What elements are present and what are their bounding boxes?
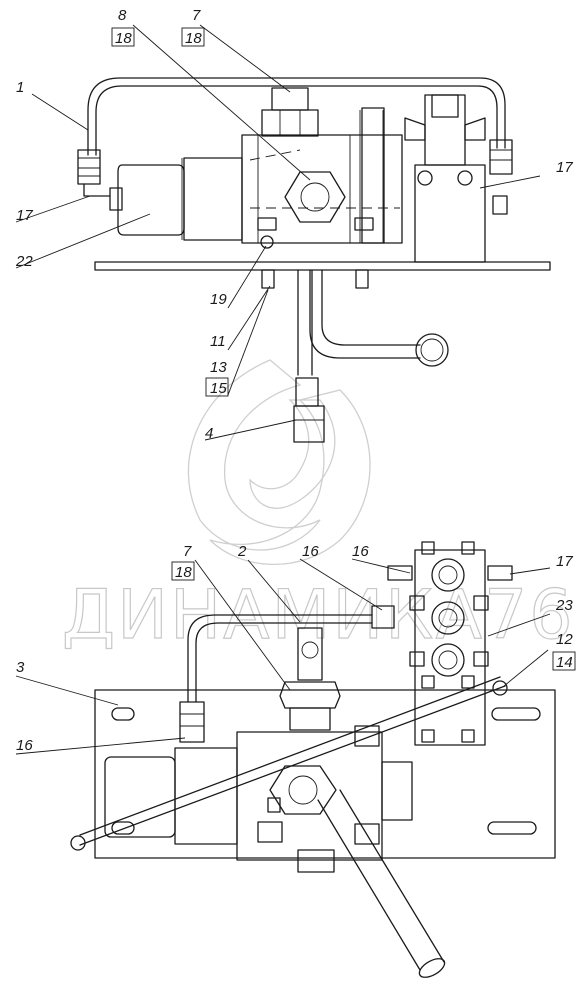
top-assembly bbox=[77, 77, 551, 443]
right-fitting bbox=[489, 139, 513, 175]
pipe-end bbox=[415, 333, 449, 367]
leader-lines bbox=[15, 24, 551, 755]
label-14: 14 bbox=[556, 654, 573, 671]
label-8: 8 bbox=[118, 7, 127, 24]
label-17c: 17 bbox=[556, 553, 573, 570]
label-23: 23 bbox=[555, 597, 573, 614]
label-11: 11 bbox=[210, 333, 226, 350]
label-19: 19 bbox=[210, 291, 227, 308]
fitting-16 bbox=[179, 701, 205, 743]
label-7a: 7 bbox=[192, 7, 201, 24]
valve-body bbox=[241, 134, 403, 244]
label-17a: 17 bbox=[16, 207, 33, 224]
fitting-4 bbox=[293, 405, 325, 443]
cylinder-22 bbox=[117, 164, 185, 236]
watermark-logo bbox=[187, 359, 371, 566]
label-13: 13 bbox=[210, 359, 227, 376]
label-16b: 16 bbox=[352, 543, 369, 560]
label-3: 3 bbox=[16, 659, 25, 676]
label-4: 4 bbox=[205, 425, 213, 442]
cylinder-body bbox=[104, 756, 176, 838]
label-16c: 16 bbox=[16, 737, 33, 754]
left-fitting bbox=[77, 149, 101, 185]
label-15: 15 bbox=[210, 380, 227, 397]
solenoid-block bbox=[414, 164, 486, 263]
pipe-2 bbox=[187, 614, 373, 703]
label-2: 2 bbox=[237, 543, 247, 560]
lever-handle bbox=[317, 799, 421, 971]
label-16a: 16 bbox=[302, 543, 319, 560]
center-hex-plug bbox=[284, 171, 346, 223]
top-plug-7 bbox=[271, 87, 309, 111]
label-18a: 18 bbox=[115, 30, 132, 47]
label-7b: 7 bbox=[183, 543, 192, 560]
label-18b: 18 bbox=[185, 30, 202, 47]
valve-23 bbox=[414, 549, 486, 746]
mounting-plate bbox=[94, 261, 551, 271]
plug-7-bottom bbox=[279, 681, 341, 709]
label-1: 1 bbox=[16, 79, 24, 96]
bottom-assembly bbox=[70, 541, 556, 978]
washer-19 bbox=[260, 235, 274, 249]
pipe-1-inner bbox=[95, 85, 498, 156]
label-17b: 17 bbox=[556, 159, 573, 176]
pipe-1-outer bbox=[87, 77, 506, 156]
callout-labels: 8 18 7 18 1 17 22 17 19 11 13 15 4 7 18 … bbox=[15, 7, 576, 754]
hex-nut-bottom bbox=[269, 765, 337, 815]
linkage-rod bbox=[79, 685, 506, 846]
label-12: 12 bbox=[556, 631, 573, 648]
side-pipe bbox=[309, 269, 421, 359]
label-22: 22 bbox=[15, 253, 33, 270]
label-18c: 18 bbox=[175, 564, 192, 581]
valve-main-bottom bbox=[236, 731, 383, 861]
base-plate-3 bbox=[94, 689, 556, 859]
